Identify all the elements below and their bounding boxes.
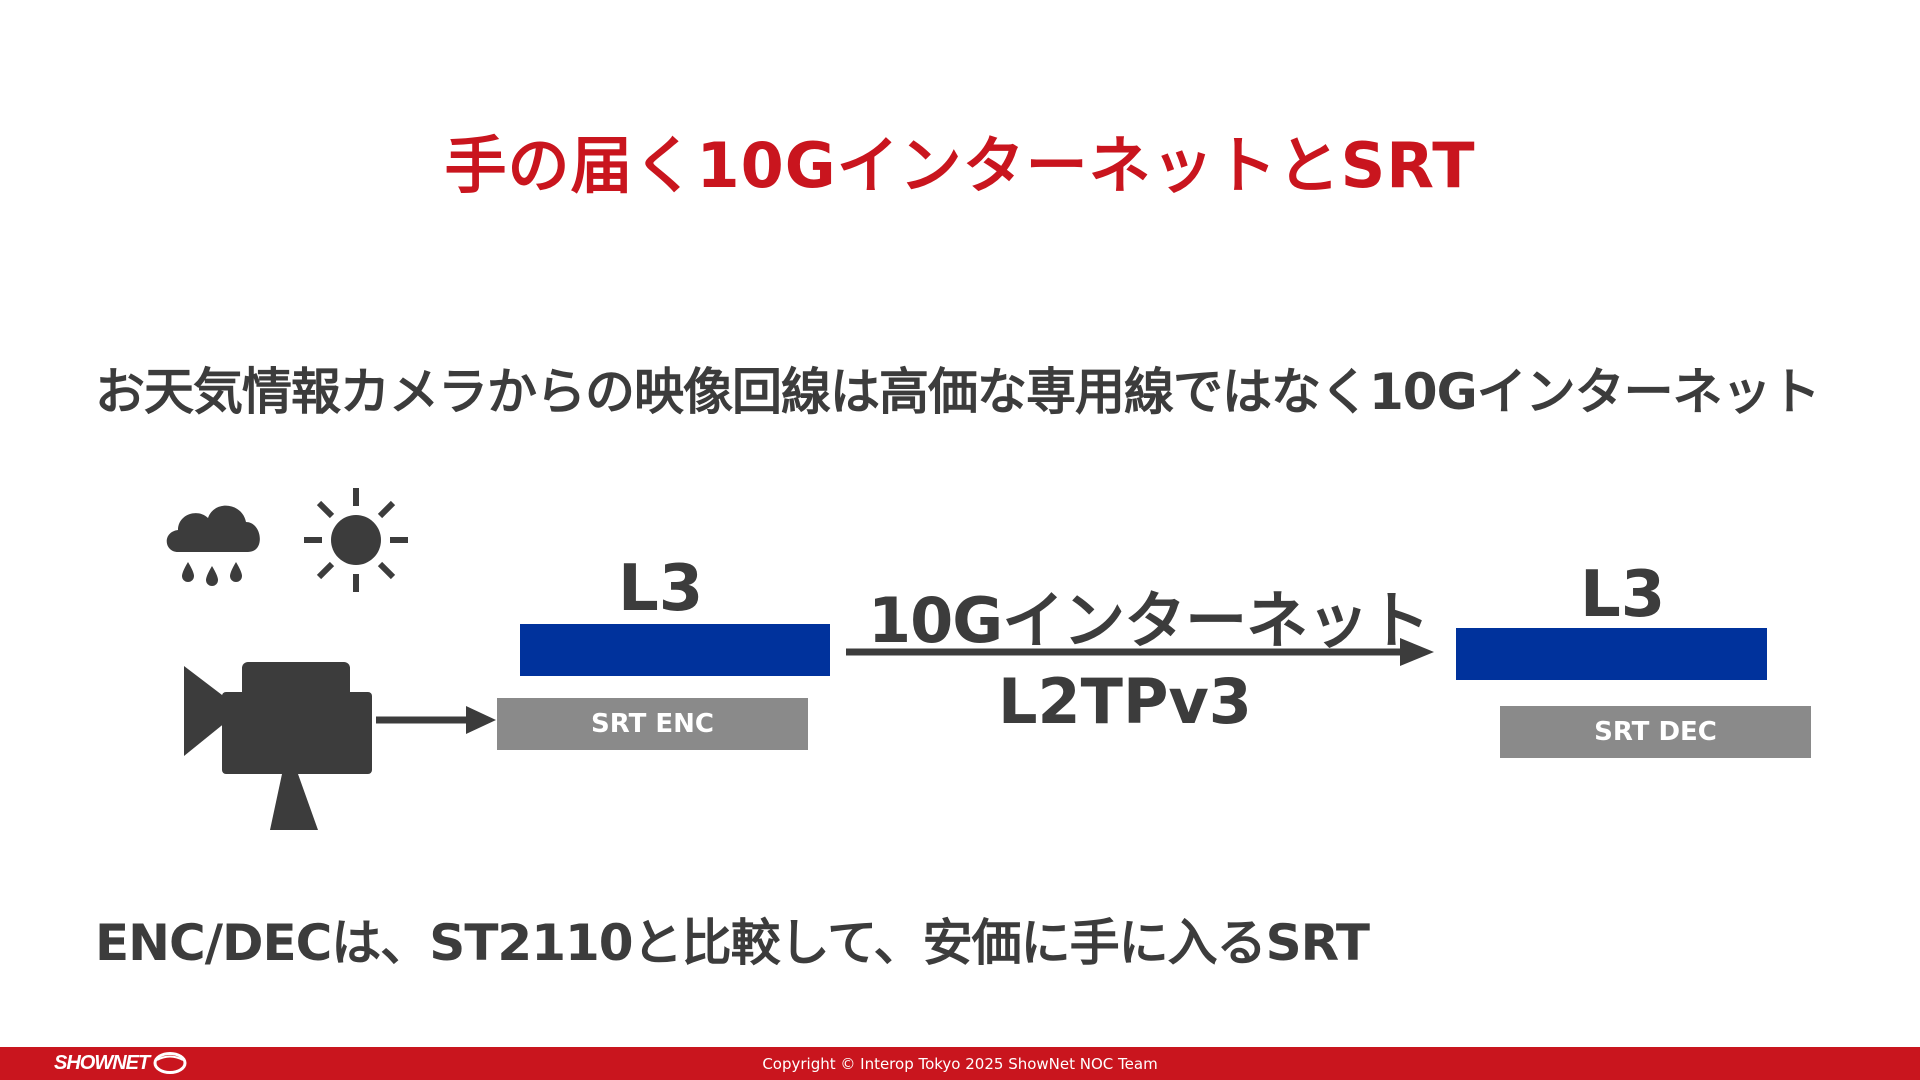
subline-text: ENC/DECは、ST2110と比較して、安価に手に入るSRT: [95, 914, 1370, 972]
right-l3-bar: [1456, 628, 1767, 680]
footer-bar: SHOWNET Copyright © Interop Tokyo 2025 S…: [0, 1047, 1920, 1080]
headline-text: お天気情報カメラからの映像回線は高価な専用線ではなく10Gインターネット: [95, 363, 1821, 421]
left-l3-label: L3: [618, 552, 704, 626]
shownet-logo-text: SHOWNET: [54, 1051, 150, 1074]
copyright-text: Copyright © Interop Tokyo 2025 ShowNet N…: [762, 1055, 1158, 1073]
rain-cloud-icon: [166, 505, 260, 586]
shownet-logo-mark: [153, 1052, 187, 1074]
sun-icon: [304, 488, 408, 592]
srt-decoder-label: SRT DEC: [1594, 717, 1717, 747]
video-camera-icon: [184, 662, 372, 830]
camera-to-encoder-arrow: [376, 706, 496, 734]
right-l3-label: L3: [1580, 558, 1666, 632]
internet-link-arrow: [846, 638, 1434, 666]
slide-title: 手の届く10GインターネットとSRT: [444, 129, 1476, 202]
left-l3-bar: [520, 624, 830, 676]
srt-decoder-box: SRT DEC: [1500, 706, 1811, 758]
srt-encoder-box: SRT ENC: [497, 698, 808, 750]
internet-link-label: 10Gインターネット: [868, 584, 1430, 657]
srt-encoder-label: SRT ENC: [591, 709, 714, 739]
shownet-logo: SHOWNET: [54, 1051, 188, 1075]
tunnel-label: L2TPv3: [998, 665, 1252, 738]
